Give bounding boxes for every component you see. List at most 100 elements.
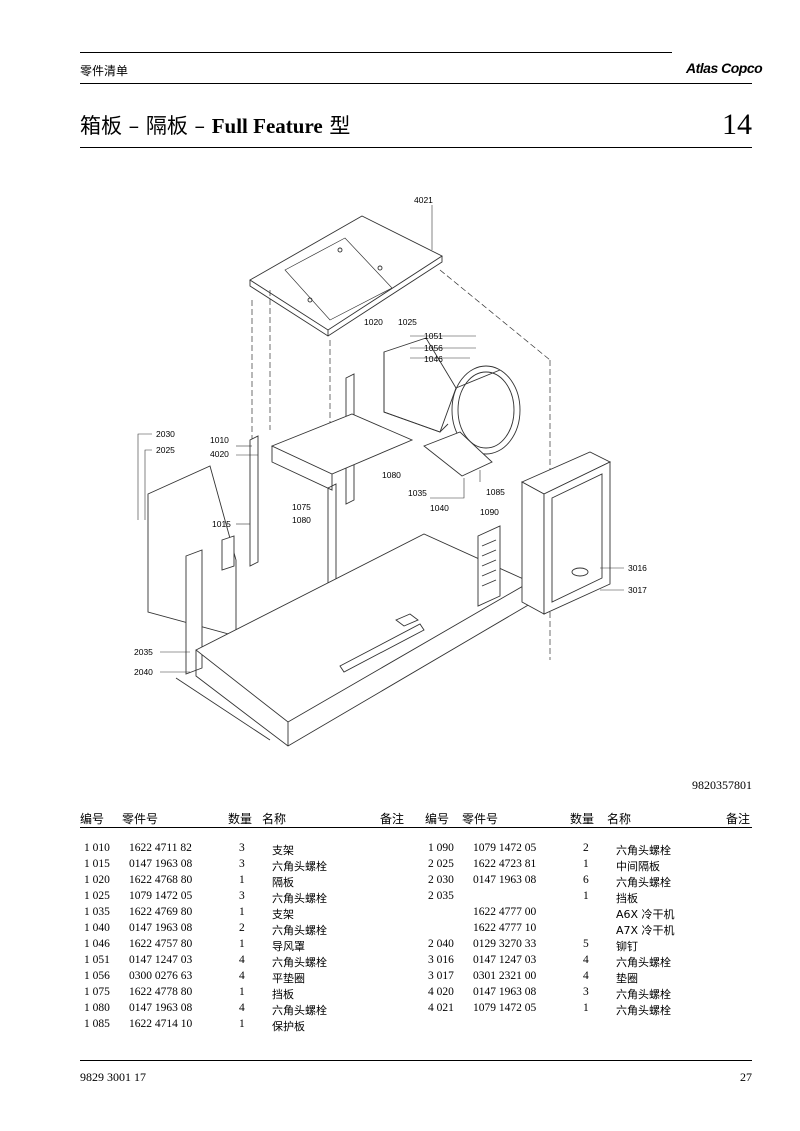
callout-2030: 2030 xyxy=(156,429,175,439)
callout-1085: 1085 xyxy=(486,487,505,497)
item-number xyxy=(428,906,473,922)
item-number: 1 040 xyxy=(84,922,110,934)
part-number: 1079 1472 05 xyxy=(129,890,193,902)
part-number: 1622 4777 10 xyxy=(473,922,537,934)
part-number: 1079 1472 05 xyxy=(473,842,537,854)
part-name: 六角头螺栓 xyxy=(616,988,671,1001)
part-number: 0301 2321 00 xyxy=(473,970,537,982)
item-number: 4 021 xyxy=(428,1002,454,1014)
callout-1025: 1025 xyxy=(398,317,417,327)
quantity: 4 xyxy=(239,970,245,982)
part-number: 0147 1963 08 xyxy=(129,922,193,934)
part-name: 挡板 xyxy=(272,988,294,1001)
quantity: 1 xyxy=(239,1018,245,1030)
quantity: 3 xyxy=(583,986,589,998)
part-number: 1622 4714 10 xyxy=(129,1018,193,1030)
quantity: 4 xyxy=(239,954,245,966)
title-en: Full Feature xyxy=(211,114,323,138)
quantity: 1 xyxy=(583,1002,589,1014)
callout-2025: 2025 xyxy=(156,445,175,455)
col-header-part-left: 零件号 xyxy=(122,812,159,826)
part-name: 中间隔板 xyxy=(616,860,660,873)
header-rule-bottom xyxy=(80,83,752,84)
part-name: 挡板 xyxy=(616,892,638,905)
roof-panel xyxy=(249,215,443,337)
quantity: 5 xyxy=(583,938,589,950)
part-name: 导风罩 xyxy=(272,940,305,953)
part-name: 铆钉 xyxy=(616,940,638,953)
callout-1090: 1090 xyxy=(480,507,499,517)
part-name: 支架 xyxy=(272,844,294,857)
part-number: 0147 1963 08 xyxy=(473,986,537,998)
col-header-no-left: 编号 xyxy=(80,812,105,826)
callout-1046: 1046 xyxy=(424,354,443,364)
col-header-qty-left: 数量 xyxy=(228,812,253,826)
part-name: 六角头螺栓 xyxy=(272,956,327,969)
col-header-qty-right: 数量 xyxy=(570,812,595,826)
item-number: 2 035 xyxy=(428,890,454,902)
quantity: 2 xyxy=(239,922,245,934)
callout-2035: 2035 xyxy=(134,647,153,657)
side-panel xyxy=(147,465,237,675)
callout-1080: 1080 xyxy=(382,470,401,480)
col-header-no-right: 编号 xyxy=(425,812,450,826)
callout-labels: 4021 1020 1025 1051 1056 1046 2030 2025 … xyxy=(134,195,647,677)
part-number: 1622 4778 80 xyxy=(129,986,193,998)
callout-1035: 1035 xyxy=(408,488,427,498)
quantity: 3 xyxy=(239,890,245,902)
callout-4020: 4020 xyxy=(210,449,229,459)
grille-panel xyxy=(477,525,501,607)
part-number xyxy=(473,890,583,906)
part-name: 六角头螺栓 xyxy=(616,956,671,969)
callout-3016: 3016 xyxy=(628,563,647,573)
part-name: 六角头螺栓 xyxy=(616,1004,671,1017)
document-number: 9829 3001 17 xyxy=(80,1070,146,1084)
title-cn-a: 箱板 – 隔板 – xyxy=(80,114,206,138)
quantity: 4 xyxy=(583,954,589,966)
table-header-rule xyxy=(80,827,752,828)
part-number: 1622 4768 80 xyxy=(129,874,193,886)
callout-1010: 1010 xyxy=(210,435,229,445)
item-number: 1 020 xyxy=(84,874,110,886)
item-number: 1 035 xyxy=(84,906,110,918)
part-name: 六角头螺栓 xyxy=(272,1004,327,1017)
quantity: 4 xyxy=(583,970,589,982)
drawing-number: 9820357801 xyxy=(692,778,752,792)
quantity: 1 xyxy=(583,890,589,902)
item-number: 1 056 xyxy=(84,970,110,982)
quantity: 1 xyxy=(239,938,245,950)
callout-1080-b: 1080 xyxy=(292,515,311,525)
callout-3017: 3017 xyxy=(628,585,647,595)
part-number: 0147 1963 08 xyxy=(129,858,193,870)
quantity: 2 xyxy=(583,842,589,854)
item-number: 1 010 xyxy=(84,842,110,854)
part-number: 0129 3270 33 xyxy=(473,938,537,950)
callout-1015: 1015 xyxy=(212,519,231,529)
part-name: 平垫圈 xyxy=(272,972,305,985)
item-number: 1 051 xyxy=(84,954,110,966)
part-name: 六角头螺栓 xyxy=(272,892,327,905)
part-number: 1622 4777 00 xyxy=(473,906,537,918)
callout-1040: 1040 xyxy=(430,503,449,513)
part-name: 垫圈 xyxy=(616,972,638,985)
quantity xyxy=(583,906,616,922)
right-cabinet xyxy=(520,451,612,615)
item-number: 1 046 xyxy=(84,938,110,950)
part-number: 0300 0276 63 xyxy=(129,970,193,982)
part-number: 0147 1247 03 xyxy=(473,954,537,966)
footer-rule xyxy=(80,1060,752,1061)
col-header-note-left: 备注 xyxy=(380,812,405,826)
part-number: 0147 1963 08 xyxy=(129,1002,193,1014)
quantity: 1 xyxy=(239,906,245,918)
